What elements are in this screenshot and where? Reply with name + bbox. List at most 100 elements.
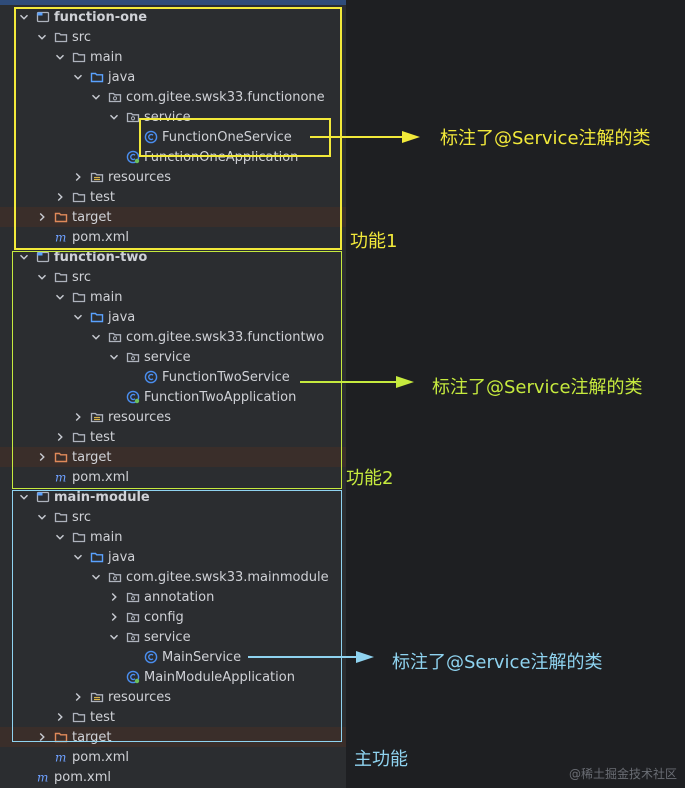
tree-row[interactable]: target <box>0 447 346 467</box>
chevron-down-icon[interactable] <box>72 551 84 563</box>
chevron-down-icon[interactable] <box>108 351 120 363</box>
tree-row[interactable]: main <box>0 287 346 307</box>
tree-row[interactable]: java <box>0 67 346 87</box>
chevron-right-icon[interactable] <box>36 731 48 743</box>
tree-row[interactable]: FunctionTwoService <box>0 367 346 387</box>
tree-row[interactable]: src <box>0 507 346 527</box>
tree-row-label: com.gitee.swsk33.functionone <box>126 89 325 105</box>
maven-icon: m <box>54 750 68 765</box>
tree-row[interactable]: resources <box>0 167 346 187</box>
tree-row[interactable]: function-two <box>0 247 346 267</box>
tree-row[interactable]: com.gitee.swsk33.functiontwo <box>0 327 346 347</box>
chevron-right-icon[interactable] <box>54 711 66 723</box>
tree-row[interactable]: main <box>0 47 346 67</box>
folder-icon <box>54 30 68 44</box>
tree-row[interactable]: test <box>0 427 346 447</box>
tree-row-label: service <box>144 109 191 125</box>
tree-row[interactable]: MainModuleApplication <box>0 667 346 687</box>
folder-icon <box>72 710 86 724</box>
tree-row-label: service <box>144 349 191 365</box>
tree-row-label: MainModuleApplication <box>144 669 295 685</box>
chevron-down-icon[interactable] <box>108 111 120 123</box>
chevron-down-icon[interactable] <box>18 251 30 263</box>
tree-row[interactable]: src <box>0 267 346 287</box>
tree-row[interactable]: resources <box>0 687 346 707</box>
chevron-down-icon[interactable] <box>36 271 48 283</box>
tree-row-label: annotation <box>144 589 215 605</box>
tree-row-label: FunctionOneService <box>162 129 292 145</box>
tree-row[interactable]: target <box>0 727 346 747</box>
tree-row[interactable]: main-module <box>0 487 346 507</box>
chevron-down-icon[interactable] <box>90 91 102 103</box>
tree-row[interactable]: function-one <box>0 7 346 27</box>
maven-icon: m <box>54 470 68 485</box>
folder-icon <box>54 510 68 524</box>
tree-row-label: FunctionTwoApplication <box>144 389 297 405</box>
tree-row[interactable]: resources <box>0 407 346 427</box>
chevron-down-icon[interactable] <box>72 71 84 83</box>
tree-row[interactable]: FunctionOneService <box>0 127 346 147</box>
tree-row[interactable]: main <box>0 527 346 547</box>
maven-icon: m <box>54 230 68 245</box>
module-icon <box>36 490 50 504</box>
package-icon <box>126 110 140 124</box>
tree-row[interactable]: test <box>0 707 346 727</box>
tree-row-label: target <box>72 729 112 745</box>
chevron-right-icon[interactable] <box>72 411 84 423</box>
chevron-right-icon[interactable] <box>36 211 48 223</box>
resources-folder-icon <box>90 690 104 704</box>
resources-folder-icon <box>90 170 104 184</box>
tree-row-partial[interactable] <box>0 0 346 5</box>
tree-row[interactable]: m pom.xml <box>0 747 346 767</box>
group-label-2: 功能2 <box>346 468 394 489</box>
tree-row-label: MainService <box>162 649 242 665</box>
tree-row[interactable]: java <box>0 547 346 567</box>
chevron-down-icon[interactable] <box>54 531 66 543</box>
tree-row-label: pom.xml <box>72 749 129 765</box>
chevron-down-icon[interactable] <box>18 11 30 23</box>
package-icon <box>126 350 140 364</box>
chevron-down-icon[interactable] <box>54 291 66 303</box>
tree-row[interactable]: test <box>0 187 346 207</box>
chevron-right-icon[interactable] <box>54 431 66 443</box>
tree-row-label: config <box>144 609 184 625</box>
chevron-down-icon[interactable] <box>72 311 84 323</box>
chevron-right-icon[interactable] <box>36 451 48 463</box>
tree-row[interactable]: MainService <box>0 647 346 667</box>
tree-row[interactable]: annotation <box>0 587 346 607</box>
chevron-down-icon[interactable] <box>36 31 48 43</box>
tree-row[interactable]: FunctionOneApplication <box>0 147 346 167</box>
tree-row-label: main-module <box>54 489 150 505</box>
tree-row[interactable]: service <box>0 107 346 127</box>
chevron-down-icon[interactable] <box>54 51 66 63</box>
tree-row[interactable]: com.gitee.swsk33.functionone <box>0 87 346 107</box>
chevron-right-icon[interactable] <box>108 591 120 603</box>
package-icon <box>126 590 140 604</box>
tree-row[interactable]: config <box>0 607 346 627</box>
tree-row[interactable]: src <box>0 27 346 47</box>
svg-text:m: m <box>55 471 66 485</box>
tree-row[interactable]: m pom.xml <box>0 467 346 487</box>
chevron-right-icon[interactable] <box>72 171 84 183</box>
tree-row-label: test <box>90 429 115 445</box>
tree-row[interactable]: FunctionTwoApplication <box>0 387 346 407</box>
tree-row[interactable]: target <box>0 207 346 227</box>
tree-row-label: java <box>108 309 136 325</box>
chevron-right-icon[interactable] <box>54 191 66 203</box>
chevron-right-icon[interactable] <box>108 611 120 623</box>
chevron-down-icon[interactable] <box>18 491 30 503</box>
folder-icon <box>72 190 86 204</box>
chevron-right-icon[interactable] <box>72 691 84 703</box>
tree-row[interactable]: service <box>0 347 346 367</box>
tree-row[interactable]: com.gitee.swsk33.mainmodule <box>0 567 346 587</box>
tree-row-label: src <box>72 509 91 525</box>
tree-row[interactable]: java <box>0 307 346 327</box>
tree-row-label: pom.xml <box>72 469 129 485</box>
chevron-down-icon[interactable] <box>90 331 102 343</box>
chevron-down-icon[interactable] <box>90 571 102 583</box>
tree-row[interactable]: service <box>0 627 346 647</box>
chevron-down-icon[interactable] <box>108 631 120 643</box>
chevron-down-icon[interactable] <box>36 511 48 523</box>
